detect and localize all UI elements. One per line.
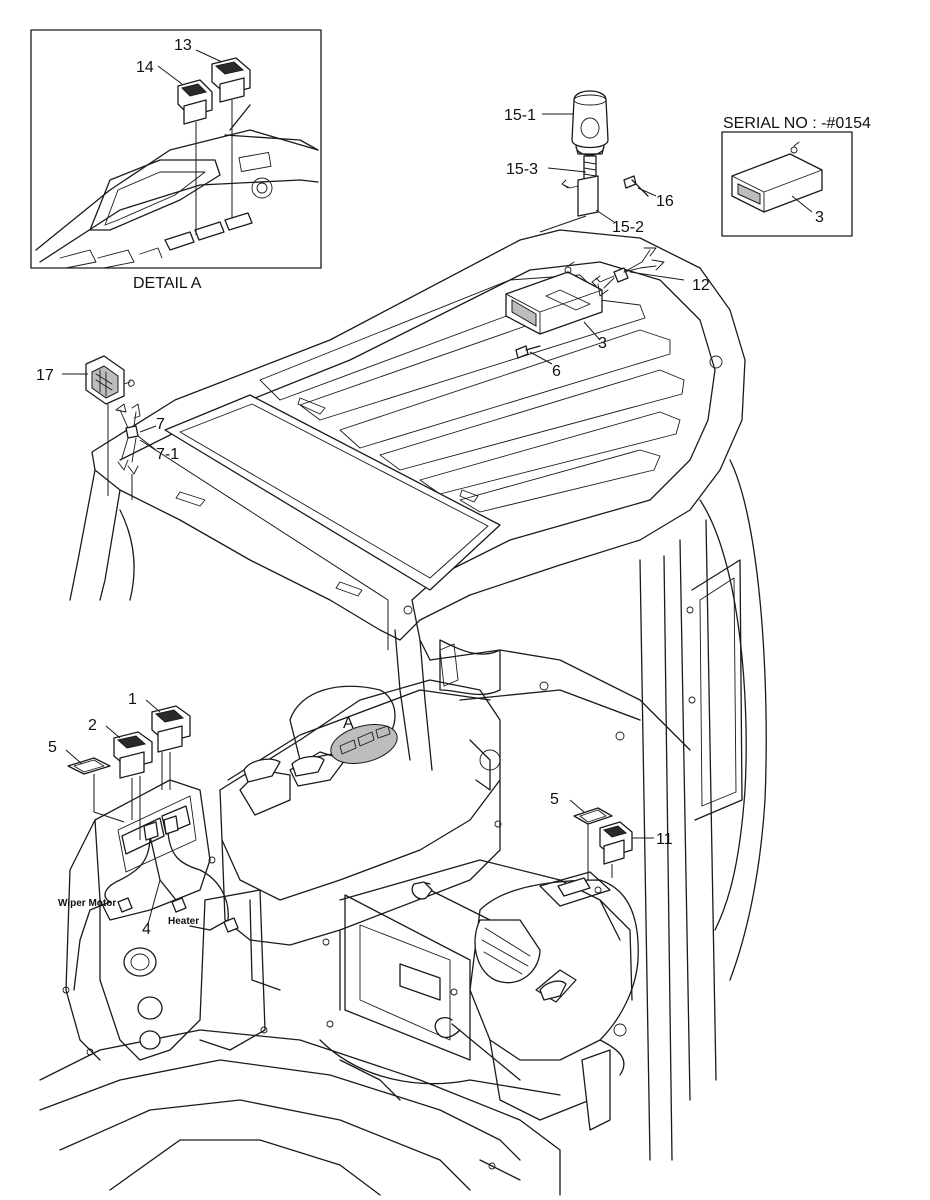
beacon-lamp-icon <box>571 90 609 181</box>
radio-assembly: 3 6 12 <box>505 247 710 380</box>
screw-6-icon <box>515 345 541 359</box>
serial-no-frame <box>721 131 853 237</box>
joystick-icon <box>411 881 541 984</box>
cab-frame <box>39 459 767 1196</box>
work-light-icon <box>85 355 135 405</box>
radio-main-icon <box>505 261 603 335</box>
cab-roof <box>91 229 746 661</box>
callout-4: 4 <box>142 921 151 938</box>
work-light-assembly: 17 7 7-1 <box>36 355 389 650</box>
callout-5-left: 5 <box>48 739 57 756</box>
radio-icon <box>731 141 823 213</box>
right-switch-assembly: 5 11 <box>550 791 673 880</box>
plate-5-right-icon <box>573 807 613 825</box>
switch-11-icon <box>599 821 633 865</box>
callout-6: 6 <box>552 363 561 380</box>
harness-12-icon <box>591 247 665 297</box>
plate-5-icon <box>67 757 111 775</box>
wire-label-heater: Heater <box>168 916 199 927</box>
serial-callout-3: 3 <box>815 209 824 226</box>
callout-17: 17 <box>36 367 54 384</box>
callout-14: 14 <box>136 59 154 76</box>
callout-11: 11 <box>656 831 673 848</box>
bolt-16-icon <box>623 175 649 197</box>
switch-14-icon <box>177 79 213 125</box>
callout-3: 3 <box>598 335 607 352</box>
detail-a-frame <box>30 29 322 269</box>
wire-label-wiper-motor: Wiper Motor <box>58 898 116 909</box>
callout-13: 13 <box>174 37 192 54</box>
serial-no-inset: SERIAL NO : -#0154 3 <box>721 115 871 237</box>
callout-15-1: 15-1 <box>504 107 536 124</box>
callout-15-2: 15-2 <box>612 219 644 236</box>
left-switch-assembly: 1 2 5 4 Wiper Motor Heater <box>48 691 239 991</box>
callout-1: 1 <box>128 691 137 708</box>
callout-7: 7 <box>156 416 165 433</box>
callout-12: 12 <box>692 277 710 294</box>
connector-7-icon <box>115 403 141 475</box>
roof-window <box>164 394 501 591</box>
callout-a: A <box>343 715 354 732</box>
switch-2-icon <box>113 731 153 779</box>
callout-5-right: 5 <box>550 791 559 808</box>
detail-a-caption: DETAIL A <box>133 275 202 292</box>
switch-1-icon <box>151 705 191 753</box>
callout-2: 2 <box>88 717 97 734</box>
right-control-console <box>319 871 639 1181</box>
serial-no-label: SERIAL NO : -#0154 <box>723 115 871 132</box>
callout-16: 16 <box>656 193 674 210</box>
beacon-bracket-icon <box>561 175 599 217</box>
switch-13-icon <box>211 57 251 103</box>
beacon-assembly: 15-1 15-3 15-2 16 <box>504 90 674 236</box>
callout-7-1: 7-1 <box>156 446 179 463</box>
callout-15-3: 15-3 <box>506 161 538 178</box>
detail-a-inset: 14 13 <box>30 29 322 269</box>
harness-4-icon <box>73 815 239 991</box>
center-console: A <box>219 639 621 1170</box>
